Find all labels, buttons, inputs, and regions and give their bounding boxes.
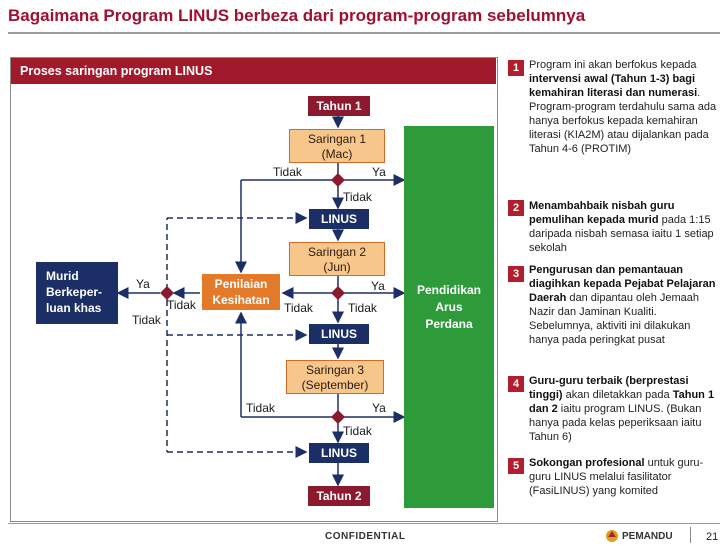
- label-ya-3: Ya: [372, 401, 386, 415]
- point-1-number: 1: [508, 60, 524, 76]
- page-title: Bagaimana Program LINUS berbeza dari pro…: [8, 6, 586, 25]
- label-tidak-8: Tidak: [132, 313, 161, 327]
- murid-label-3: luan khas: [46, 301, 102, 315]
- footer-divider: [8, 523, 720, 524]
- label-ya-murid: Ya: [136, 277, 150, 291]
- tahun2-box: Tahun 2: [308, 486, 370, 506]
- saringan1-box: Saringan 1 (Mac): [289, 129, 385, 163]
- point-4-number: 4: [508, 376, 524, 392]
- saringan2-label: Saringan 2: [307, 245, 367, 259]
- panel-header: [11, 58, 496, 84]
- saringan1-label: Saringan 1: [307, 132, 367, 146]
- label-tidak-4: Tidak: [348, 301, 377, 315]
- point-2-number: 2: [508, 200, 524, 216]
- saringan3-label: Saringan 3: [305, 363, 365, 377]
- label-tidak-2: Tidak: [343, 190, 372, 204]
- pendidikan-label-1: Pendidikan: [416, 283, 481, 297]
- saringan2-box: Saringan 2 (Jun): [289, 242, 385, 276]
- saringan3-box: Saringan 3 (September): [286, 360, 384, 394]
- murid-berkeperluan-khas-box: Murid Berkeper- luan khas: [36, 262, 118, 324]
- pemandu-logo: PEMANDU: [622, 531, 673, 542]
- penilaian-kesihatan-box: Penilaian Kesihatan: [202, 274, 280, 310]
- tahun1-box: Tahun 1: [308, 96, 370, 116]
- crest-icon: [606, 530, 618, 542]
- pendidikan-arus-perdana-box: Pendidikan Arus Perdana: [404, 126, 494, 508]
- linus-box-2: LINUS: [309, 324, 369, 344]
- label-tidak-1: Tidak: [273, 165, 302, 179]
- label-tidak-6: Tidak: [343, 424, 372, 438]
- footer-separator: [690, 527, 691, 543]
- panel-title: Proses saringan program LINUS: [20, 64, 213, 78]
- label-ya-1: Ya: [372, 165, 386, 179]
- label-tidak-7: Tidak: [167, 298, 196, 312]
- point-1-text: Program ini akan berfokus kepada interve…: [529, 59, 717, 155]
- linus-box-1: LINUS: [309, 209, 369, 229]
- pendidikan-label-3: Perdana: [425, 317, 473, 331]
- murid-label-2: Berkeper-: [46, 285, 103, 299]
- label-ya-2: Ya: [371, 279, 385, 293]
- label-tidak-3: Tidak: [284, 301, 313, 315]
- point-3-text: Pengurusan dan pemantauan diagihkan kepa…: [529, 264, 716, 346]
- saringan3-month: (September): [301, 378, 369, 392]
- title-divider: [8, 32, 720, 34]
- murid-label-1: Murid: [46, 269, 79, 283]
- pendidikan-label-2: Arus: [435, 300, 463, 314]
- point-3-number: 3: [508, 266, 524, 282]
- linus-box-3: LINUS: [309, 443, 369, 463]
- point-5-text: Sokongan profesional untuk guru-guru LIN…: [529, 457, 704, 497]
- point-2-text: Menambahbaik nisbah guru pemulihan kepad…: [529, 200, 714, 254]
- point-4-text: Guru-guru terbaik (berprestasi tinggi) a…: [529, 375, 715, 443]
- confidential-label: CONFIDENTIAL: [325, 531, 406, 542]
- penilaian-label-2: Kesihatan: [212, 293, 270, 307]
- saringan1-month: (Mac): [321, 147, 353, 161]
- point-5-number: 5: [508, 458, 524, 474]
- penilaian-label-1: Penilaian: [214, 277, 268, 291]
- saringan2-month: (Jun): [323, 260, 351, 274]
- label-tidak-5: Tidak: [246, 401, 275, 415]
- page-number: 21: [706, 531, 719, 543]
